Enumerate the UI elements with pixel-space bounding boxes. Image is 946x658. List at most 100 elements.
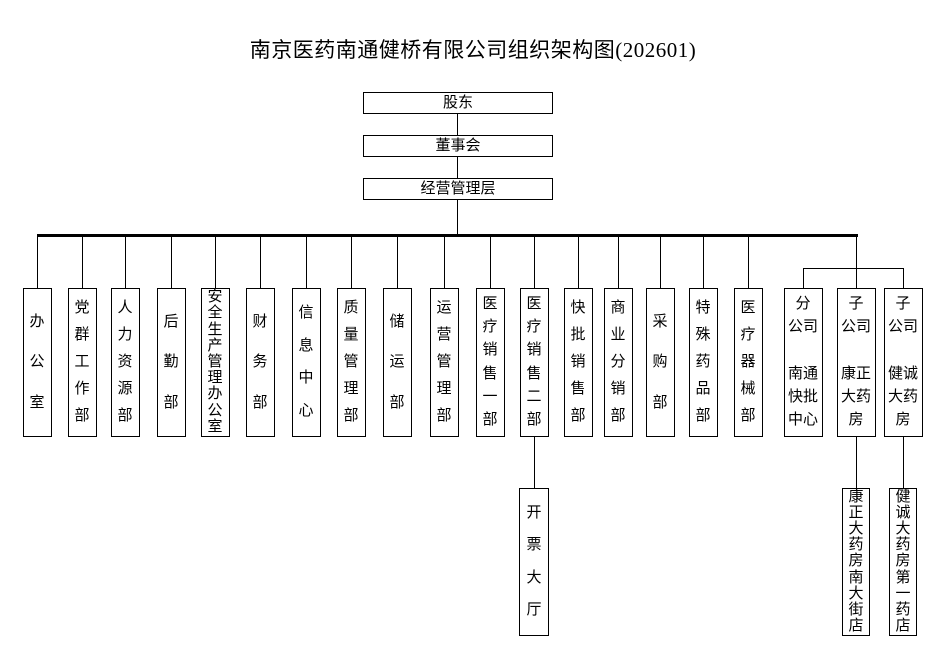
org-node-label-line: 中 xyxy=(298,370,314,387)
org-node-label-line: 诚 xyxy=(895,505,911,522)
org-node-label-line: 药 xyxy=(695,354,711,370)
org-node-label-line: 房 xyxy=(895,553,911,570)
org-node-label-line: 部 xyxy=(526,411,542,428)
org-node-label-line: 厅 xyxy=(526,601,542,618)
org-node-label-line: 部 xyxy=(343,408,359,424)
connector-line xyxy=(748,237,749,288)
connector-line xyxy=(171,237,172,288)
org-node-label-line: 一 xyxy=(895,585,911,602)
connector-line xyxy=(444,237,445,288)
org-node-label-line: 房 xyxy=(848,553,864,570)
connector-line xyxy=(534,237,535,288)
org-node-label-line: 管 xyxy=(343,354,359,370)
org-node-label-line: 部 xyxy=(117,408,133,424)
org-node-label-line: 公司 xyxy=(787,319,818,336)
org-node-label-line: 务 xyxy=(252,354,268,370)
connector-line xyxy=(457,200,458,234)
org-node-label-line: 采 xyxy=(652,313,668,330)
org-node-label-line: 器 xyxy=(740,354,756,370)
org-node-label-line: 药 xyxy=(848,537,864,554)
org-node-label-line: 售 xyxy=(482,365,498,382)
org-node-label-line: 勤 xyxy=(163,354,179,370)
org-node-label-line: 部 xyxy=(740,408,756,424)
org-node-label-line: 产 xyxy=(207,337,223,354)
org-node-label-line: 办 xyxy=(207,386,223,403)
org-node-label-line: 药 xyxy=(895,601,911,618)
org-node-label-line: 理 xyxy=(343,381,359,397)
org-node-label-line: 部 xyxy=(163,394,179,411)
org-node-label-line: 房 xyxy=(895,411,911,428)
org-node-general-office: 办公室 xyxy=(22,288,52,437)
org-node-label-line: 大 xyxy=(848,585,864,602)
org-node-label-line: 房 xyxy=(848,411,864,428)
org-node-label-line: 部 xyxy=(389,394,405,411)
org-node-label-line: 公司 xyxy=(887,319,918,336)
org-node-subsidiary-kangzheng-pharmacy: 子公司康正大药房 xyxy=(836,288,876,437)
org-node-label-line: 开 xyxy=(526,505,542,522)
org-node-label-line: 销 xyxy=(610,381,626,397)
org-node-information-center: 信息中心 xyxy=(291,288,321,437)
org-node-quick-batch-sales-dept: 快批销售部 xyxy=(563,288,593,437)
org-node-label-line: 大药 xyxy=(887,388,918,405)
org-node-label-line: 室 xyxy=(207,418,223,435)
org-node-label-line: 疗 xyxy=(740,327,756,343)
org-node-label-line: 部 xyxy=(482,411,498,428)
org-node-medical-sales-dept-1: 医疗销售一部 xyxy=(475,288,505,437)
org-node-label-line: 械 xyxy=(740,381,756,397)
connector-line xyxy=(703,237,704,288)
connector-line xyxy=(37,234,858,237)
connector-line xyxy=(351,237,352,288)
org-node-purchasing-dept: 采购部 xyxy=(645,288,675,437)
org-node-label-line: 部 xyxy=(652,394,668,411)
org-node-label-line: 部 xyxy=(252,394,268,411)
org-node-label-line: 工 xyxy=(74,354,90,370)
connector-line xyxy=(803,268,903,269)
connector-line xyxy=(125,237,126,288)
connector-line xyxy=(37,237,38,288)
org-node-invoicing-hall: 开票大厅 xyxy=(519,488,549,636)
org-node-label-line: 质 xyxy=(343,300,359,316)
connector-line xyxy=(856,268,857,288)
org-node-label-line: 品 xyxy=(695,381,711,397)
org-node-label-line: 票 xyxy=(526,537,542,554)
org-node-special-drugs-dept: 特殊药品部 xyxy=(688,288,718,437)
org-node-label-line: 特 xyxy=(695,300,711,316)
org-node-label-line: 理 xyxy=(436,381,452,397)
org-node-label-line: 疗 xyxy=(482,319,498,336)
org-node-label-line: 康 xyxy=(848,489,864,506)
org-node-label-line: 财 xyxy=(252,313,268,330)
org-node-label-line: 街 xyxy=(848,601,864,618)
org-node-label-line: 运 xyxy=(436,300,452,316)
org-node-label-line: 二 xyxy=(526,388,542,405)
connector-line xyxy=(903,268,904,288)
org-node-jiancheng-no1-store: 健诚大药房第一药店 xyxy=(889,488,917,636)
org-node-label-line: 人 xyxy=(117,300,133,316)
org-node-label-line: 快批 xyxy=(787,388,818,405)
org-node-label-line: 营 xyxy=(436,327,452,343)
org-node-label-line: 理 xyxy=(207,370,223,387)
org-node-label-line: 大 xyxy=(895,521,911,538)
org-node-label-line: 后 xyxy=(163,313,179,330)
org-node-management-level: 经营管理层 xyxy=(363,178,553,200)
org-node-label-line: 分 xyxy=(610,354,626,370)
org-node-label-line: 分 xyxy=(795,296,811,313)
org-node-label-line: 生 xyxy=(207,321,223,338)
org-node-label-line: 全 xyxy=(207,305,223,322)
org-node-label-line: 销 xyxy=(482,342,498,359)
org-node-label-line: 中心 xyxy=(787,411,818,428)
org-node-label-line: 源 xyxy=(117,381,133,397)
org-node-label-line: 管 xyxy=(207,353,223,370)
org-node-label-line: 大 xyxy=(848,521,864,538)
org-node-operations-management-dept: 运营管理部 xyxy=(429,288,459,437)
org-node-label-line: 公 xyxy=(29,354,45,370)
org-node-label-line: 销 xyxy=(570,354,586,370)
connector-line xyxy=(82,237,83,288)
connector-line xyxy=(457,157,458,178)
connector-line xyxy=(660,237,661,288)
org-node-label-line: 部 xyxy=(610,408,626,424)
org-node-label-line: 公 xyxy=(207,402,223,419)
org-node-label-line: 正 xyxy=(848,505,864,522)
connector-line xyxy=(578,237,579,288)
org-node-storage-transport-dept: 储运部 xyxy=(382,288,412,437)
